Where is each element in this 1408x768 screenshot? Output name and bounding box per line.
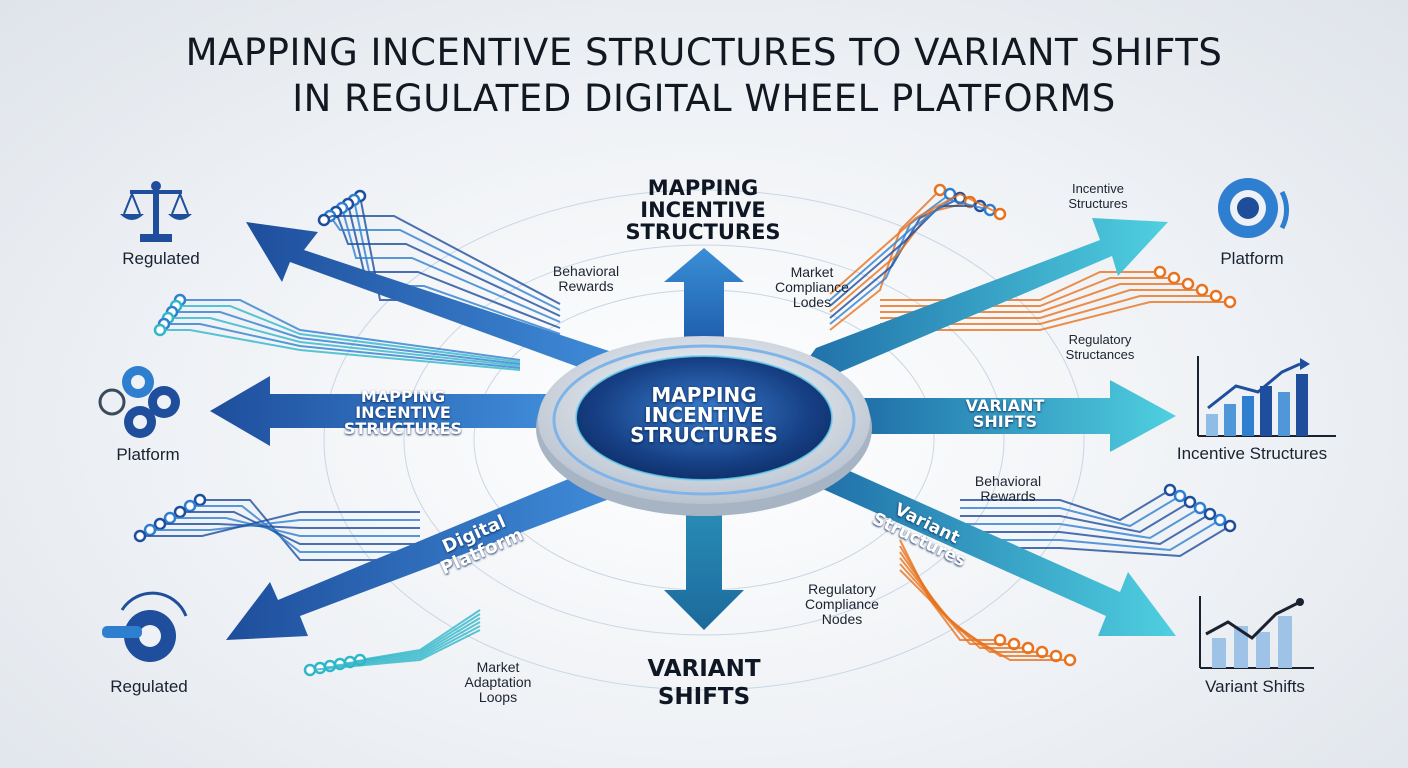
circuit-node xyxy=(303,663,317,677)
circuit-node xyxy=(163,511,177,525)
arrow-lower-left xyxy=(226,470,612,640)
center-hub xyxy=(536,336,872,516)
circuit-traces xyxy=(133,183,1237,677)
arrow-lower-right xyxy=(816,464,1176,636)
side-label-right-top: Platform xyxy=(1220,249,1284,268)
annotation-behavioral-rewards-top: Behavioral Rewards xyxy=(552,263,620,294)
top-label: MAPPING INCENTIVE STRUCTURES xyxy=(625,176,781,244)
circuit-line xyxy=(347,203,561,329)
circuit-line xyxy=(309,629,481,671)
circuit-node xyxy=(143,523,157,537)
circuit-line xyxy=(880,295,1216,325)
circuit-node xyxy=(1209,289,1223,303)
circuit-line xyxy=(880,301,1230,331)
circuit-node xyxy=(133,529,147,543)
circuit-node xyxy=(173,505,187,519)
circuit-node xyxy=(1203,507,1217,521)
side-label-right-bottom: Variant Shifts xyxy=(1205,677,1305,696)
circuit-node xyxy=(153,323,167,337)
circuit-node xyxy=(317,213,331,227)
right-arrow-text: VARIANT SHIFTS xyxy=(965,396,1045,431)
scales-icon xyxy=(120,181,192,242)
annotation-regulatory-structances: Regulatory Structances xyxy=(1065,332,1135,362)
annotation-market-adaptation-loops: Market Adaptation Loops xyxy=(464,659,532,705)
circuit-node xyxy=(1213,513,1227,527)
circuit-line xyxy=(180,299,521,361)
circuit-line xyxy=(319,625,481,669)
title-line-2: IN REGULATED DIGITAL WHEEL PLATFORMS xyxy=(292,77,1116,120)
arrow-left xyxy=(210,376,548,446)
annotation-market-compliance: Market Compliance Lodes xyxy=(775,264,849,310)
circuit-node xyxy=(1063,653,1077,667)
circuit-node xyxy=(1163,483,1177,497)
side-label-left-middle: Platform xyxy=(116,445,180,464)
circuit-node xyxy=(193,493,207,507)
circuit-line xyxy=(899,569,1070,661)
arrow-upper-right xyxy=(800,218,1168,378)
circuit-node xyxy=(1183,495,1197,509)
circuit-node xyxy=(1167,271,1181,285)
circuit-line xyxy=(341,207,561,323)
circuit-node xyxy=(993,207,1007,221)
circuit-line xyxy=(829,192,1001,295)
circuit-line xyxy=(339,617,481,665)
arrow-up xyxy=(664,248,744,350)
side-label-left-bottom: Regulated xyxy=(110,677,188,696)
circuit-node xyxy=(1195,283,1209,297)
gears-icon xyxy=(98,366,180,438)
circuit-line xyxy=(829,205,980,307)
gear-wrench-icon xyxy=(102,591,188,662)
circuit-line xyxy=(359,609,481,661)
arrow-right xyxy=(860,380,1176,452)
annotation-behavioral-rewards-bottom: Behavioral Rewards xyxy=(974,473,1042,504)
circuit-line xyxy=(960,489,1171,522)
circuit-node xyxy=(1223,519,1237,533)
arrow-upper-left xyxy=(246,222,612,372)
gear-icon xyxy=(1218,178,1290,238)
circuit-node xyxy=(183,499,197,513)
circuit-line xyxy=(164,323,521,369)
circuit-node xyxy=(933,183,947,197)
side-label-left-top: Regulated xyxy=(122,249,200,268)
circuit-line xyxy=(960,501,1191,534)
circuit-line xyxy=(172,311,521,365)
circuit-line xyxy=(960,513,1211,546)
annotation-regulatory-compliance-nodes: Regulatory Compliance Nodes xyxy=(805,581,879,627)
circuit-line xyxy=(349,613,481,663)
circuit-line xyxy=(960,495,1181,528)
circuit-line xyxy=(140,511,420,537)
circuit-line xyxy=(960,507,1201,540)
circuit-node xyxy=(153,517,167,531)
circuit-line xyxy=(829,198,991,301)
circuit-line xyxy=(329,215,561,311)
circuit-line xyxy=(160,523,420,529)
circuit-line xyxy=(176,305,521,363)
circuit-line xyxy=(160,329,521,371)
circuit-node xyxy=(1153,265,1167,279)
circuit-line xyxy=(960,519,1221,552)
bar-chart-icon xyxy=(1197,356,1336,437)
circuit-line xyxy=(150,519,420,531)
circuit-node xyxy=(1193,501,1207,515)
bottom-label: VARIANT SHIFTS xyxy=(647,656,761,710)
circuit-line xyxy=(829,193,951,325)
circuit-node xyxy=(1223,295,1237,309)
title-line-1: MAPPING INCENTIVE STRUCTURES TO VARIANT … xyxy=(185,31,1223,74)
line-chart-icon xyxy=(1199,596,1314,669)
circuit-line xyxy=(335,211,561,317)
page-title: MAPPING INCENTIVE STRUCTURES TO VARIANT … xyxy=(0,30,1408,122)
circuit-node xyxy=(1173,489,1187,503)
circuit-line xyxy=(168,317,521,367)
annotation-incentive-structures: Incentive Structures xyxy=(1068,181,1128,211)
center-hub-text: MAPPING INCENTIVE STRUCTURES xyxy=(630,383,778,447)
left-arrow-text: MAPPING INCENTIVE STRUCTURES xyxy=(343,387,463,438)
arrow-down xyxy=(664,500,744,630)
circuit-line xyxy=(329,621,481,667)
circuit-node xyxy=(1181,277,1195,291)
side-label-right-middle: Incentive Structures xyxy=(1176,444,1328,463)
